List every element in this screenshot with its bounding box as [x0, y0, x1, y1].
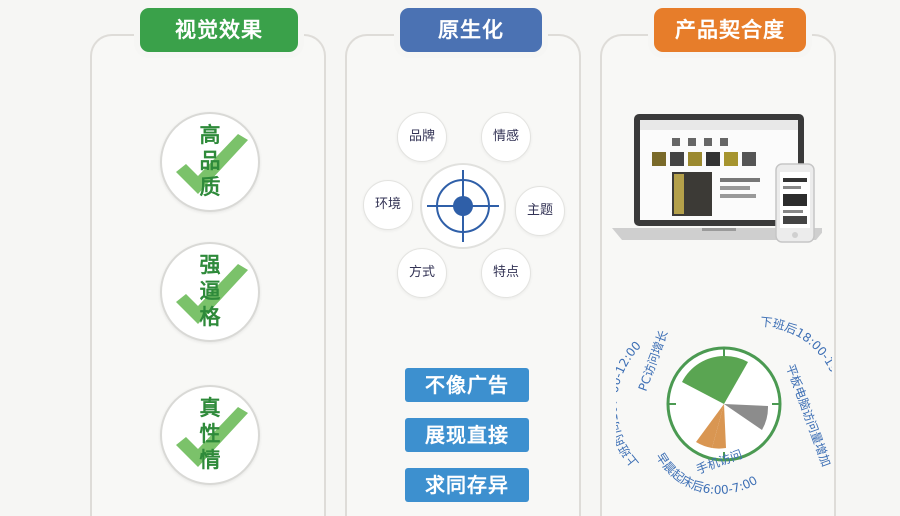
badge-high-quality: 高 品 质 [160, 112, 260, 212]
clock-label-tablet: 平板电脑访问量增加 [783, 362, 832, 468]
badge-char: 强 [199, 253, 221, 277]
badge-char: 质 [199, 175, 221, 199]
badge-char: 逼 [199, 279, 221, 303]
badge-char: 格 [199, 305, 221, 329]
checkmark-icon [176, 407, 248, 467]
node-method: 方式 [397, 248, 447, 298]
devices-illustration [612, 114, 822, 243]
native-wheel: 品牌 情感 环境 主题 方式 特点 [355, 110, 570, 310]
checkmark-icon [176, 264, 248, 324]
clock-label-work: 上班时间10：00-12:00 [616, 339, 644, 471]
native-title: 原生化 [400, 8, 542, 52]
node-environment: 环境 [363, 180, 413, 230]
badge-strong-style: 强 逼 格 [160, 242, 260, 342]
clock-label-pc: PC访问增长 [636, 328, 671, 393]
not-like-ads-label: 不像广告 [405, 368, 529, 402]
seek-common-ground-label: 求同存异 [405, 468, 529, 502]
badge-char: 真 [199, 396, 221, 420]
badge-char: 高 [199, 123, 221, 147]
node-feature: 特点 [481, 248, 531, 298]
node-brand: 品牌 [397, 112, 447, 162]
badge-char: 品 [199, 149, 221, 173]
time-usage-clock: 上班时间10：00-12:00 PC访问增长 下班后18:00-19:00 平板… [616, 315, 832, 496]
visual-effects-title: 视觉效果 [140, 8, 298, 52]
direct-display-label: 展现直接 [405, 418, 529, 452]
checkmark-icon [176, 134, 248, 194]
badge-char: 性 [199, 422, 221, 446]
product-fit-title: 产品契合度 [654, 8, 806, 52]
node-theme: 主题 [515, 186, 565, 236]
target-icon [420, 163, 506, 249]
clock-label-work-text: 上班时间10：00-12:00 [616, 339, 644, 471]
badge-true-nature: 真 性 情 [160, 385, 260, 485]
node-emotion: 情感 [481, 112, 531, 162]
badge-char: 情 [199, 448, 221, 472]
